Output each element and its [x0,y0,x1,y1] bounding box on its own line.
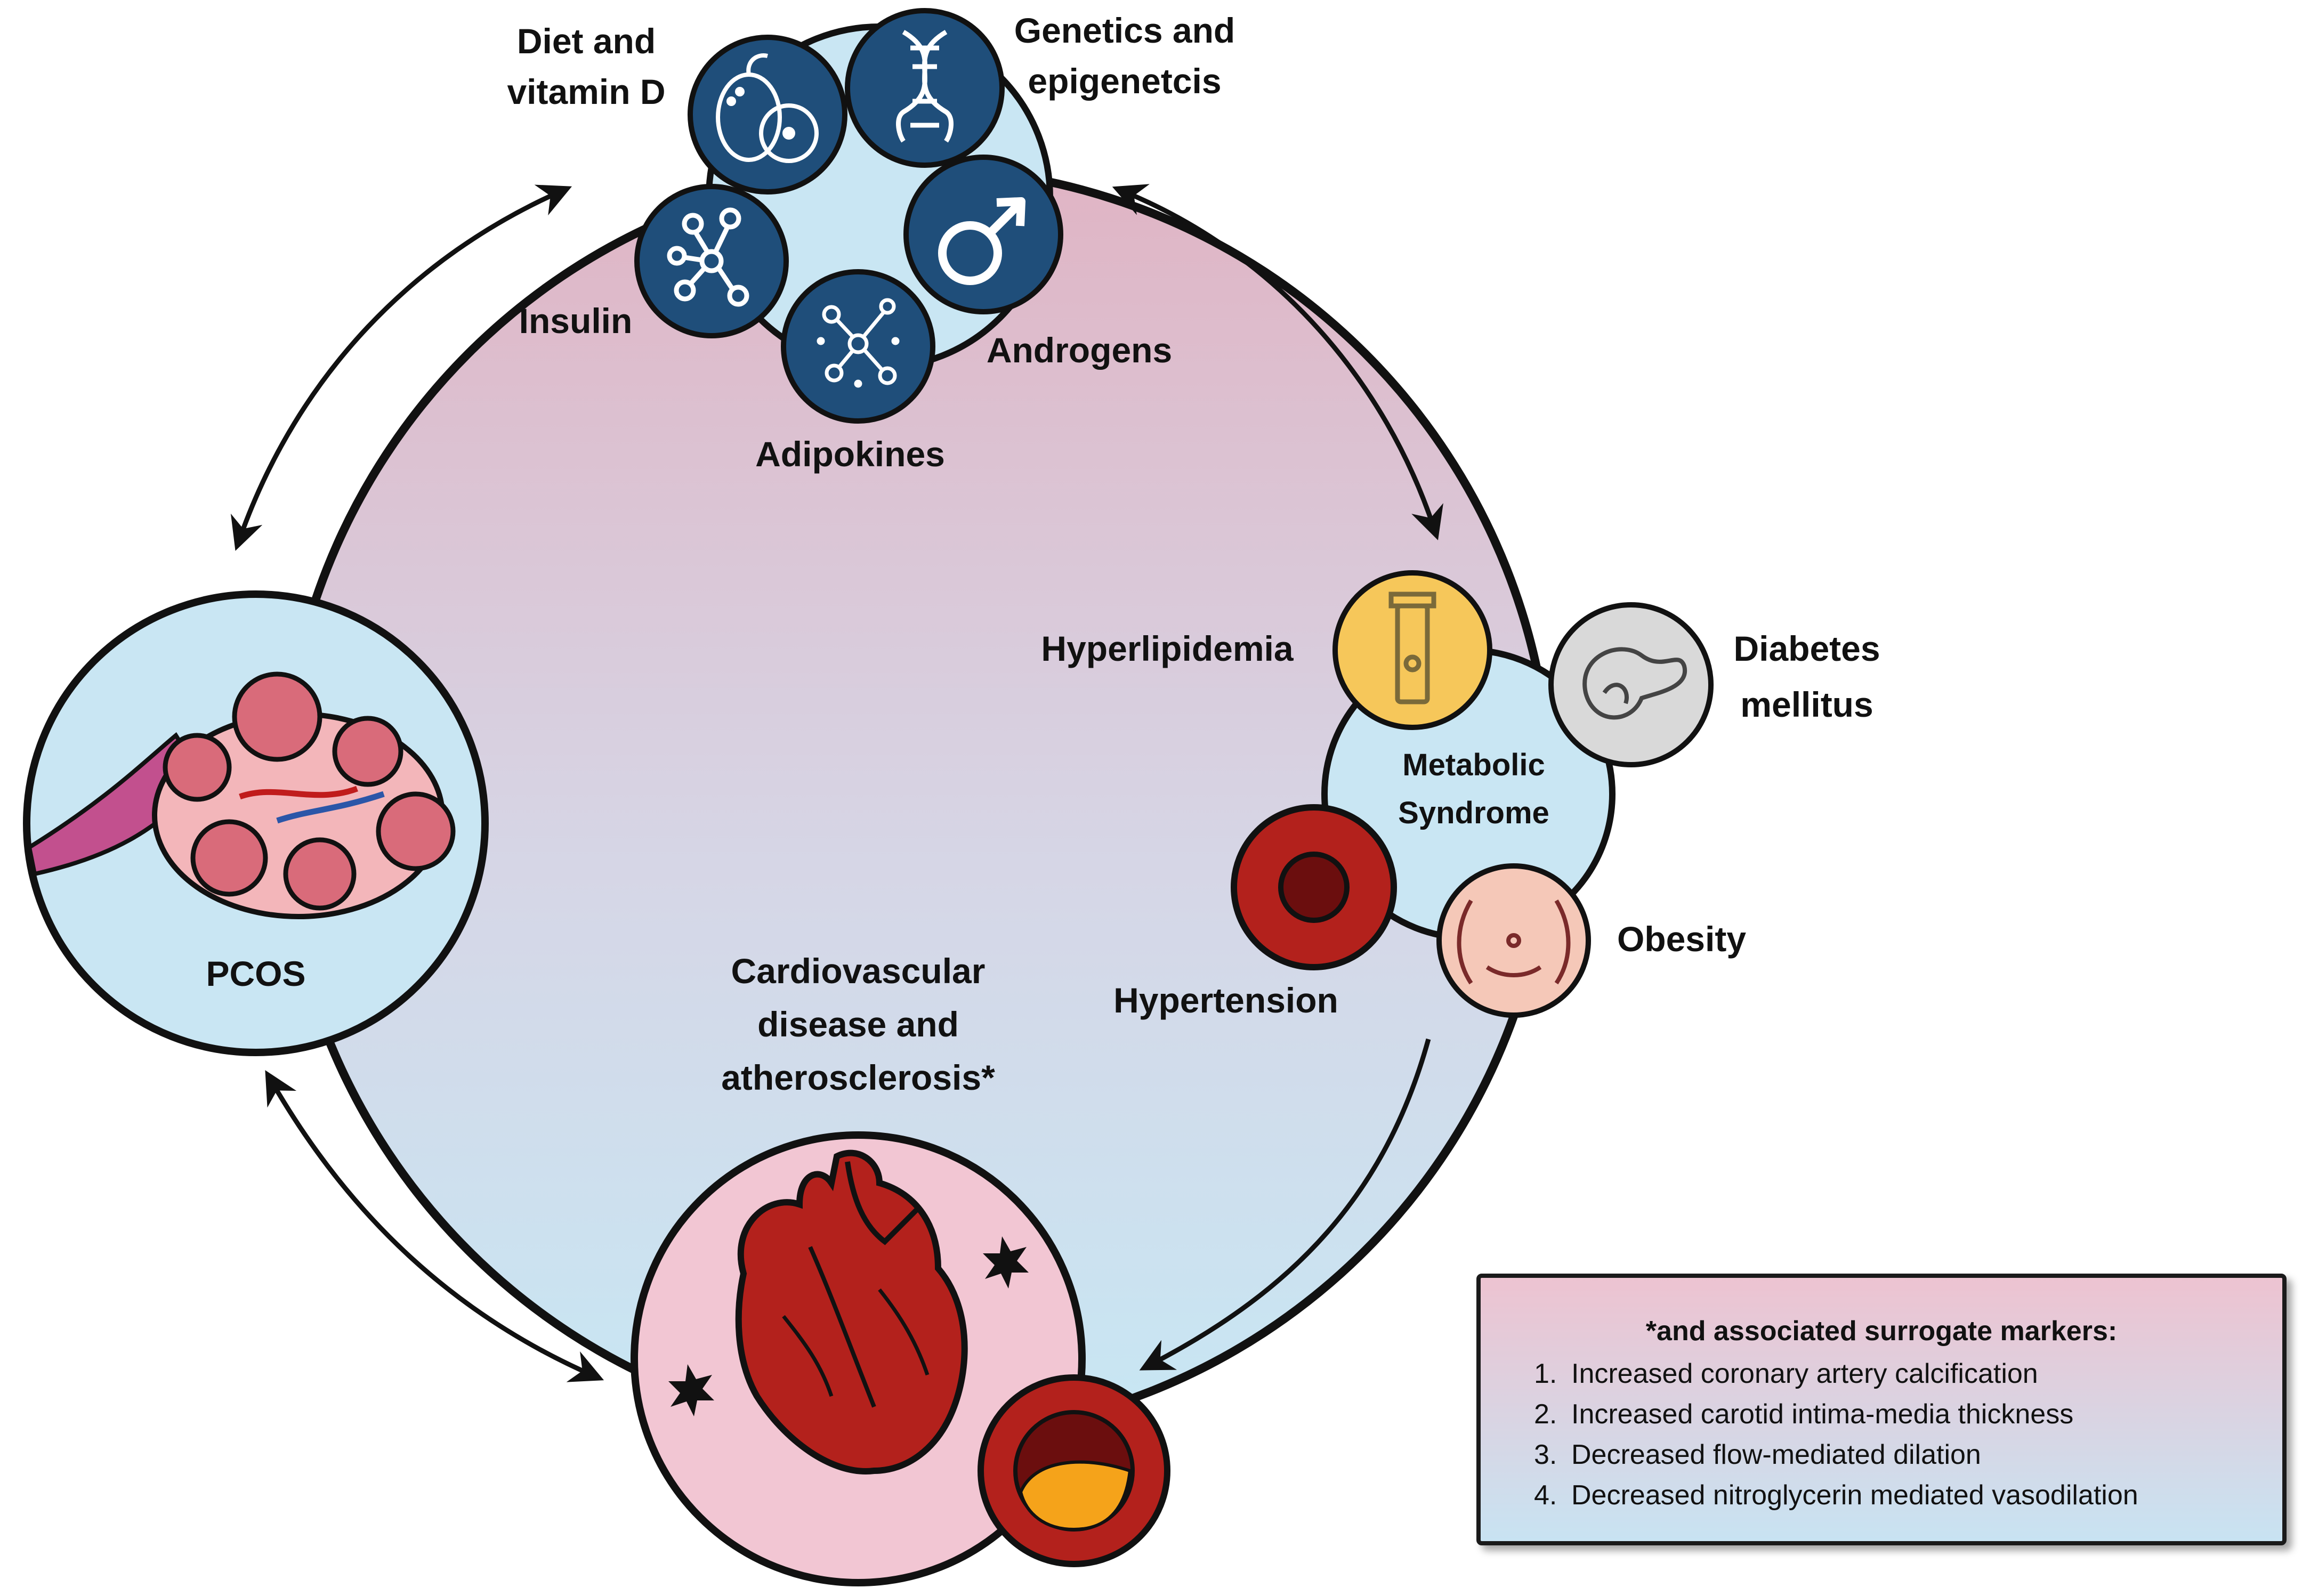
ovary-icon [27,671,456,919]
factor-diet [688,35,847,195]
legend-list: 1. Increased coronary artery calcificatio… [1502,1354,2261,1516]
diet-label-line1: Diet and [517,21,656,61]
male-symbol-icon [938,197,1025,285]
metabolic-label-line2: Syndrome [1398,796,1549,830]
diabetes-label-line1: Diabetes [1733,629,1880,668]
insulin-label: Insulin [519,301,633,341]
abdomen-icon [1457,899,1571,985]
legend-item-number: 1. [1534,1358,1557,1389]
factor-androgens [903,155,1063,314]
pcos-label: PCOS [206,954,305,993]
legend-item: 2. Increased carotid intima-media thickne… [1534,1394,2261,1435]
arrow-metabolic-to-cvd [1139,1038,1431,1371]
cycle-arrows [230,184,1443,1382]
arrow-pcos-to-cvd [265,1070,604,1382]
arrow-factors-to-metabolic [1112,184,1443,540]
factor-adipokines [781,269,935,424]
surrogate-markers-legend: *and associated surrogate markers: 1. Inc… [1476,1274,2287,1545]
legend-item: 1. Increased coronary artery calcificatio… [1534,1354,2261,1394]
legend-item-text: Decreased nitroglycerin mediated vasodil… [1571,1480,2138,1511]
obesity-node: Obesity [1436,863,1746,1018]
legend-item-text: Decreased flow-mediated dilation [1571,1439,1981,1470]
legend-item-number: 3. [1534,1439,1557,1470]
hypertension-label: Hypertension [1113,981,1338,1020]
legend-item-number: 4. [1534,1480,1557,1511]
cvd-label-line3: atherosclerosis* [721,1058,995,1097]
pcos-node: PCOS [23,590,489,1056]
legend-item-text: Increased coronary artery calcification [1571,1358,2038,1389]
cvd-label-line1: Cardiovascular [731,951,986,991]
androgens-label: Androgens [987,330,1172,370]
diabetes-node: Diabetes mellitus [1548,602,1880,767]
legend-item: 4. Decreased nitroglycerin mediated vasod… [1534,1475,2261,1516]
genetics-label-line2: epigenetcis [1028,61,1221,101]
pancreas-icon [1582,647,1687,720]
diabetes-label-line2: mellitus [1740,685,1873,724]
genetics-label-line1: Genetics and [1014,11,1235,50]
obesity-label: Obesity [1617,919,1746,959]
dna-icon [896,30,954,143]
factor-insulin [634,184,789,338]
heart-icon [735,1149,968,1475]
fruit-icon [716,53,819,163]
molecule-icon [667,207,749,307]
hyperlipidemia-node: Hyperlipidemia [1041,570,1492,730]
hyperlipidemia-label: Hyperlipidemia [1041,629,1294,668]
legend-item-text: Increased carotid intima-media thickness [1571,1399,2074,1430]
diet-label-line2: vitamin D [507,72,665,111]
artery-plaque-node [978,1374,1170,1567]
adipokines-label: Adipokines [755,434,945,474]
test-tube-icon [1388,592,1436,704]
cvd-node [631,1131,1086,1586]
legend-item-number: 2. [1534,1399,1557,1430]
vessel-lumen-icon [1278,852,1350,923]
star-mark-icon [983,1236,1029,1289]
factor-genetics [845,8,1005,168]
cvd-label-line2: disease and [757,1004,959,1044]
network-icon [817,298,900,388]
hypertension-node: Hypertension [1113,804,1397,1020]
arrow-pcos-to-factors [230,184,572,551]
legend-item: 3. Decreased flow-mediated dilation [1534,1435,2261,1475]
plaque-icon [1019,1460,1132,1532]
legend-title: *and associated surrogate markers: [1645,1316,2118,1347]
star-mark-icon [668,1364,714,1416]
metabolic-label-line1: Metabolic [1402,748,1545,782]
